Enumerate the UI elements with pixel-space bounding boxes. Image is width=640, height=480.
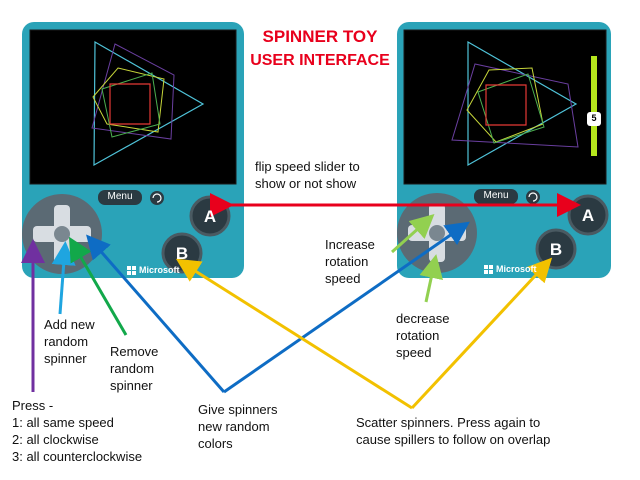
arrow-new-colors-left <box>86 234 226 393</box>
spinner-green <box>101 72 161 138</box>
button-b-label: B <box>549 240 563 259</box>
annotation-remove-spinner: Remove random spinner <box>110 344 159 393</box>
spinner-red <box>485 84 527 126</box>
annotation-press-modes: Press - 1: all same speed 2: all clockwi… <box>12 398 143 464</box>
menu-button[interactable] <box>98 190 142 205</box>
spinner-yellow <box>92 67 165 133</box>
brand-label: Microsoft <box>496 264 537 274</box>
speed-slider-thumb[interactable] <box>587 112 601 126</box>
device-left-screen <box>29 29 237 185</box>
restart-icon[interactable] <box>526 190 540 204</box>
spinner-triangle <box>93 40 205 167</box>
speed-slider[interactable] <box>591 56 597 156</box>
microsoft-logo-icon <box>127 266 136 275</box>
button-a-label: A <box>581 206 595 225</box>
spinner-red <box>109 83 151 125</box>
arrow-add-spinner <box>51 241 76 315</box>
arrow-increase-speed <box>390 213 435 254</box>
device-right-spinners <box>451 40 579 167</box>
arrow-scatter-right <box>410 257 553 410</box>
speed-slider-value: 5 <box>591 113 597 123</box>
device-right-screen <box>403 29 607 185</box>
microsoft-logo-icon <box>484 265 493 274</box>
device-left-spinners <box>91 40 205 167</box>
menu-button-label: Menu <box>107 191 133 202</box>
annotation-decrease-speed: decrease rotation speed <box>396 311 450 360</box>
annotation-scatter: Scatter spinners. Press again to cause s… <box>356 415 551 447</box>
page-subtitle: USER INTERFACE <box>250 52 390 69</box>
arrow-scatter-left <box>175 258 413 410</box>
spinner-green <box>477 73 545 144</box>
spinner-purple <box>451 63 579 148</box>
arrow-decrease-speed <box>419 254 443 303</box>
dpad-center <box>429 225 445 241</box>
device-left <box>22 22 244 278</box>
spinner-purple <box>91 43 175 140</box>
dpad-center <box>54 226 70 242</box>
brand-label: Microsoft <box>139 265 180 275</box>
annotation-add-spinner: Add new random spinner <box>44 317 95 366</box>
page-title: SPINNER TOY <box>262 27 378 46</box>
button-b-label: B <box>175 244 189 263</box>
arrow-remove-spinner <box>68 236 128 336</box>
annotation-increase-speed: Increase rotation speed <box>325 237 375 286</box>
spinner-yellow <box>466 67 544 143</box>
annotation-flip-slider: flip speed slider to show or not show <box>255 159 360 191</box>
button-a-label: A <box>203 207 217 226</box>
restart-icon-glyph <box>152 193 162 203</box>
annotation-new-colors: Give spinners new random colors <box>198 402 278 451</box>
device-right <box>397 22 611 278</box>
menu-button-label: Menu <box>483 190 509 201</box>
arrow-new-colors-right <box>223 221 470 394</box>
restart-icon[interactable] <box>150 191 164 205</box>
